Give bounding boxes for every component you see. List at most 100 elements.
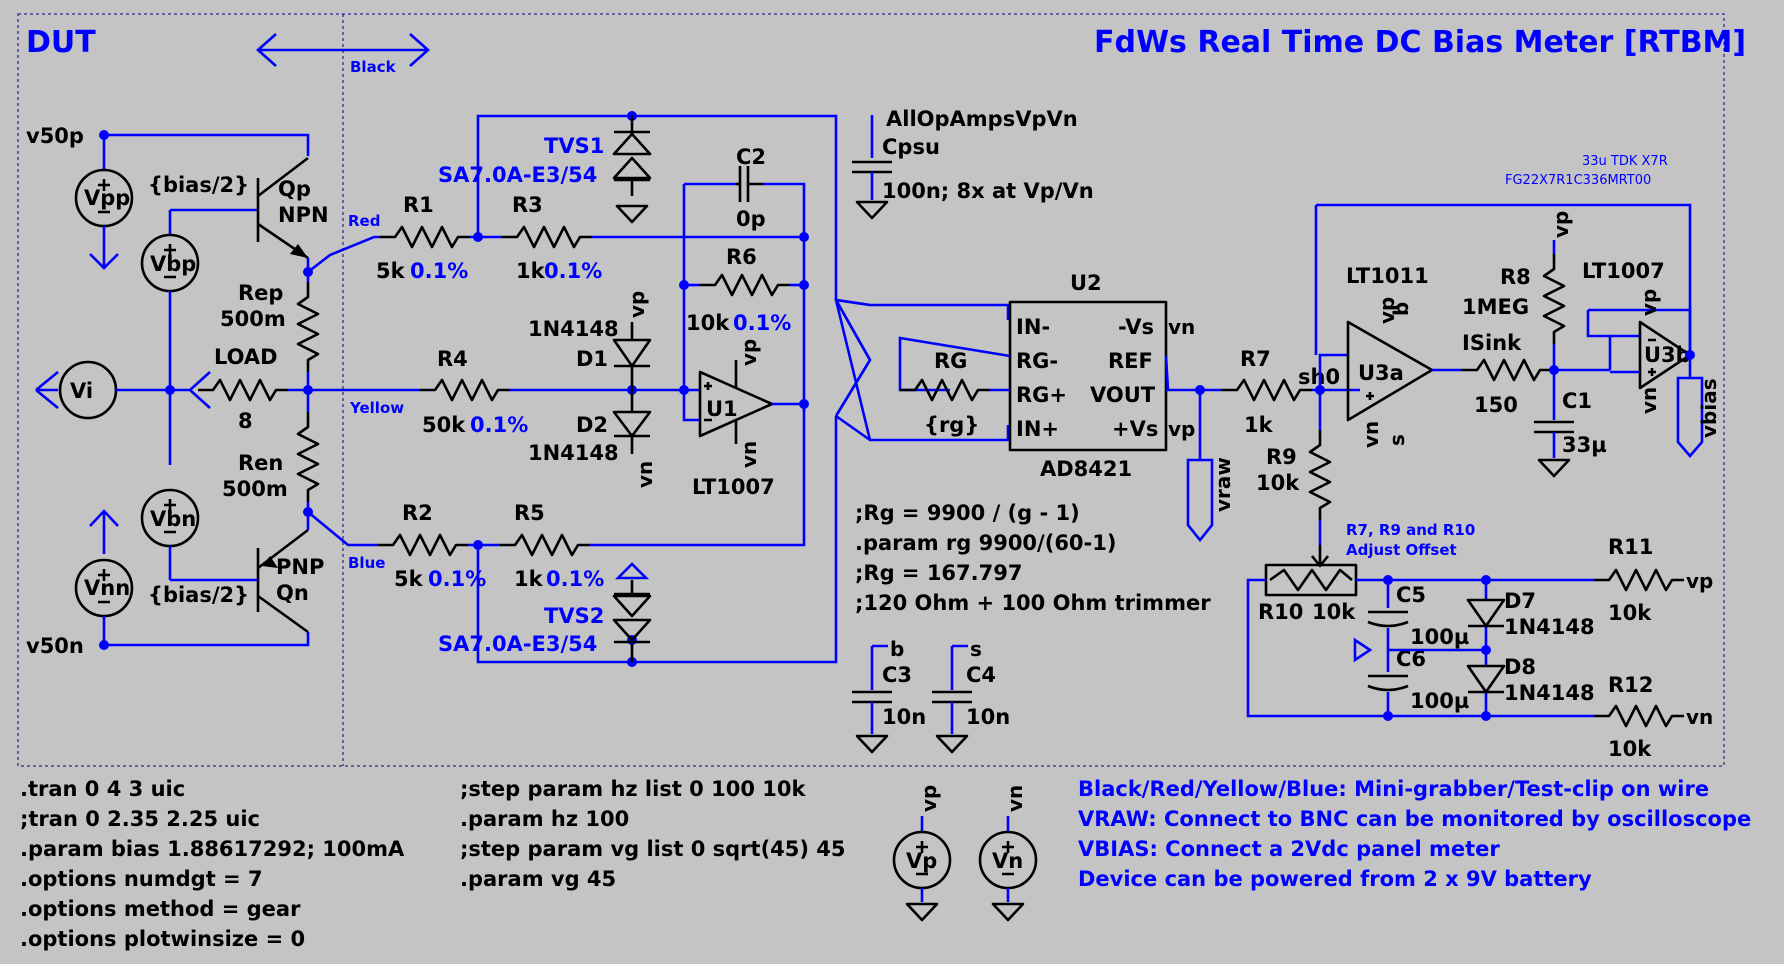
cpsu-value: 100n; 8x at Vp/Vn (882, 179, 1094, 203)
d7-label: D7 (1504, 589, 1536, 613)
u3b-vp-net: vp (1637, 289, 1661, 316)
yellow-probe-label: Yellow (349, 399, 404, 417)
qp-npn-transistor (256, 156, 309, 260)
r4-tolerance: 0.1% (470, 413, 528, 437)
directive-left-1: ;tran 0 2.35 2.25 uic (20, 807, 260, 831)
info-line-0: Black/Red/Yellow/Blue: Mini-grabber/Test… (1078, 777, 1709, 801)
r6-label: R6 (726, 245, 757, 269)
rep-label: Rep (238, 281, 283, 305)
bias-bot-label: {bias/2} (148, 583, 249, 607)
net-v50n: v50n (26, 634, 84, 658)
isink-label: ISink (1462, 331, 1522, 355)
r7-label: R7 (1240, 347, 1271, 371)
u3b-vn-net: vn (1637, 387, 1661, 414)
d1-diode (612, 322, 652, 390)
net-allopamps: AllOpAmpsVpVn (886, 107, 1078, 131)
u3a-part: LT1011 (1346, 264, 1429, 288)
d1-label: D1 (576, 347, 608, 371)
directive-left-0: .tran 0 4 3 uic (20, 777, 185, 801)
u2-pin-vout: VOUT (1090, 383, 1156, 407)
u2-pin-rgm: RG- (1016, 349, 1058, 373)
u2-pin-ref: REF (1108, 349, 1153, 373)
r9-label: R9 (1266, 445, 1297, 469)
rg-value: {rg} (924, 413, 979, 437)
info-line-2: VBIAS: Connect a 2Vdc panel meter (1078, 837, 1500, 861)
d2-diode (612, 390, 652, 454)
r5-tolerance: 0.1% (546, 567, 604, 591)
r10-label: R10 (1258, 600, 1303, 624)
note-0: ;Rg = 9900 / (g - 1) (855, 501, 1080, 525)
r3-label: R3 (512, 193, 543, 217)
r1-tolerance: 0.1% (410, 259, 468, 283)
r10-value: 10k (1312, 600, 1356, 624)
r5-value: 1k (514, 567, 544, 591)
net-vraw: vraw (1211, 457, 1235, 512)
tvs2-diode (612, 580, 652, 662)
net-vbias: vbias (1697, 378, 1721, 438)
directive-mid-1: .param hz 100 (460, 807, 629, 831)
dut-label: DUT (26, 25, 96, 60)
r10-trimmer (1264, 545, 1358, 597)
r3-value: 1k (516, 259, 546, 283)
r7-value: 1k (1244, 413, 1274, 437)
u2-pin-inp: IN+ (1016, 417, 1059, 441)
c4-label: C4 (966, 663, 996, 687)
c3-label: C3 (882, 663, 912, 687)
note-3: ;120 Ohm + 100 Ohm trimmer (855, 591, 1211, 615)
u3b-part: LT1007 (1582, 259, 1665, 283)
r8-label: R8 (1500, 265, 1531, 289)
r6-tolerance: 0.1% (733, 311, 791, 335)
u2-net-vp: vp (1168, 417, 1195, 441)
r12-label: R12 (1608, 673, 1653, 697)
net-v50p: v50p (26, 124, 84, 148)
tvs2-label: TVS2 (544, 604, 604, 628)
u2-net-vn: vn (1168, 315, 1195, 339)
u3b-opamp (1638, 320, 1692, 390)
c1-value: 33µ (1562, 433, 1607, 457)
u1-label: U1 (706, 397, 738, 421)
directive-mid-3: .param vg 45 (460, 867, 616, 891)
d8-label: D8 (1504, 655, 1536, 679)
tvs1-diode (612, 116, 652, 196)
directive-mid-2: ;step param vg list 0 sqrt(45) 45 (460, 837, 846, 861)
c3-net-b: b (890, 637, 904, 661)
u3a-comparator (1346, 320, 1434, 422)
cap-note-1: 33u TDK X7R (1582, 154, 1668, 169)
u1-vp-net: vp (737, 339, 761, 366)
u3a-b-pin: b (1389, 302, 1413, 316)
d2-vn-net: vn (633, 461, 657, 488)
directive-left-3: .options numdgt = 7 (20, 867, 263, 891)
r4-label: R4 (437, 347, 468, 371)
c6-value: 100µ (1410, 689, 1469, 713)
cap-note-2: FG22X7R1C336MRT00 (1505, 173, 1651, 188)
r11-label: R11 (1608, 535, 1653, 559)
u3b-label: U3b (1644, 343, 1691, 367)
vi-label: Vi (70, 379, 93, 403)
u3a-s-pin: s (1385, 434, 1409, 446)
black-probe-arrow (256, 33, 430, 67)
rg-label: RG (934, 349, 967, 373)
c3-value: 10n (882, 705, 926, 729)
vn-source-label: Vn (992, 849, 1023, 873)
directive-mid-0: ;step param hz list 0 100 10k (460, 777, 806, 801)
u3a-vn-pin: vn (1359, 421, 1383, 448)
r4-value: 50k (422, 413, 466, 437)
qp-label: Qp (278, 177, 311, 201)
vp-source-label: Vp (906, 849, 937, 873)
red-probe-label: Red (348, 212, 380, 230)
vbn-label: Vbn (150, 507, 196, 531)
tvs1-label: TVS1 (544, 134, 604, 158)
r8-vp-net: vp (1549, 211, 1573, 238)
directive-left-5: .options plotwinsize = 0 (20, 927, 305, 951)
u1-vn-net: vn (737, 441, 761, 468)
r9-value: 10k (1256, 471, 1300, 495)
d7-part: 1N4148 (1504, 615, 1595, 639)
u3a-vp-pin: vp (1375, 297, 1399, 324)
r2-tolerance: 0.1% (428, 567, 486, 591)
u2-pin-inm: IN- (1016, 315, 1050, 339)
u2-part: AD8421 (1040, 457, 1132, 481)
adjust-note-2: Adjust Offset (1346, 541, 1457, 559)
info-line-3: Device can be powered from 2 x 9V batter… (1078, 867, 1592, 891)
r3-tolerance: 0.1% (544, 259, 602, 283)
c5-label: C5 (1396, 583, 1426, 607)
